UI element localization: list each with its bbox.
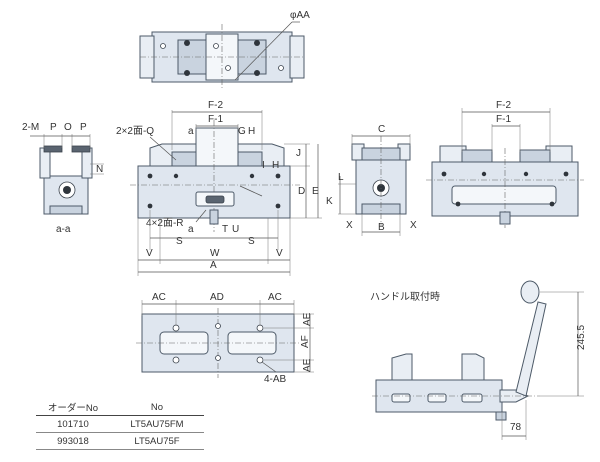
label-j: J [296, 148, 301, 159]
header-order-no: オーダーNo [47, 403, 99, 414]
label-2q: 2×2面-Q [116, 126, 154, 137]
label-a-a: a-a [56, 224, 71, 235]
cell-order-no: 101710 [57, 418, 89, 430]
right-view: F-2 F-1 [426, 100, 584, 228]
label-ae-top: AE [302, 312, 313, 326]
label-p-right: P [80, 122, 87, 133]
label-t: T [222, 224, 228, 235]
label-s-right: S [248, 236, 255, 247]
label-f2-right: F-2 [496, 100, 511, 111]
label-a-top: a [188, 126, 194, 137]
label-ac-right: AC [268, 292, 282, 303]
label-x-left: X [346, 220, 353, 231]
handle-view: ハンドル取付時 245.5 78 [370, 280, 587, 440]
label-f2-front: F-2 [208, 100, 223, 111]
label-ac-left: AC [152, 292, 166, 303]
label-f1-front: F-1 [208, 114, 223, 125]
top-view: φAA [139, 10, 310, 90]
handle-title: ハンドル取付時 [370, 290, 440, 303]
label-g: G [238, 126, 246, 137]
side-view: C L K B X X [326, 124, 417, 236]
label-v-left: V [146, 248, 153, 259]
handle-dim-78: 78 [510, 422, 522, 433]
label-phi-aa: φAA [290, 10, 310, 21]
label-o: O [64, 122, 72, 133]
table-row: 101710 LT5AU75FM [36, 416, 204, 433]
label-u: U [232, 224, 239, 235]
label-w: W [210, 248, 220, 259]
label-4r: 4×2面-R [146, 218, 184, 229]
label-s-left: S [176, 236, 183, 247]
cell-no: LT5AU75F [134, 435, 180, 447]
label-v-right: V [276, 248, 283, 259]
label-a-total: A [210, 260, 217, 271]
label-h-mid: H [272, 160, 279, 171]
bottom-view: AC AD AC AE AF AE 4-AB [136, 292, 314, 385]
label-h-top: H [248, 126, 255, 137]
handle-dim-245: 245.5 [576, 325, 587, 350]
label-i: I [262, 160, 265, 171]
label-n: N [96, 164, 103, 175]
label-af: AF [300, 335, 311, 348]
label-p-left: P [50, 122, 57, 133]
order-table: オーダーNo No 101710 LT5AU75FM 993018 LT5AU7… [36, 399, 204, 450]
front-view: F-2 F-1 2×2面-Q a G H I H J E D 4×2面-R a … [116, 100, 322, 276]
label-b: B [378, 222, 385, 233]
cell-no: LT5AU75FM [130, 418, 184, 430]
table-header-row: オーダーNo No [36, 399, 204, 416]
header-no: No [150, 401, 164, 413]
label-x-right: X [410, 220, 417, 231]
label-ae-bottom: AE [302, 358, 313, 372]
label-c: C [378, 124, 385, 135]
label-2m: 2-M [22, 122, 39, 133]
label-l: L [338, 172, 344, 183]
label-e: E [312, 186, 319, 197]
label-d: D [298, 186, 305, 197]
label-ad: AD [210, 292, 224, 303]
section-a-a: 2-M P O P N a-a [22, 122, 104, 235]
cell-order-no: 993018 [57, 435, 89, 447]
table-row: 993018 LT5AU75F [36, 433, 204, 450]
label-a-bot: a [188, 224, 194, 235]
label-k: K [326, 196, 333, 207]
label-4ab: 4-AB [264, 374, 287, 385]
label-f1-right: F-1 [496, 114, 511, 125]
